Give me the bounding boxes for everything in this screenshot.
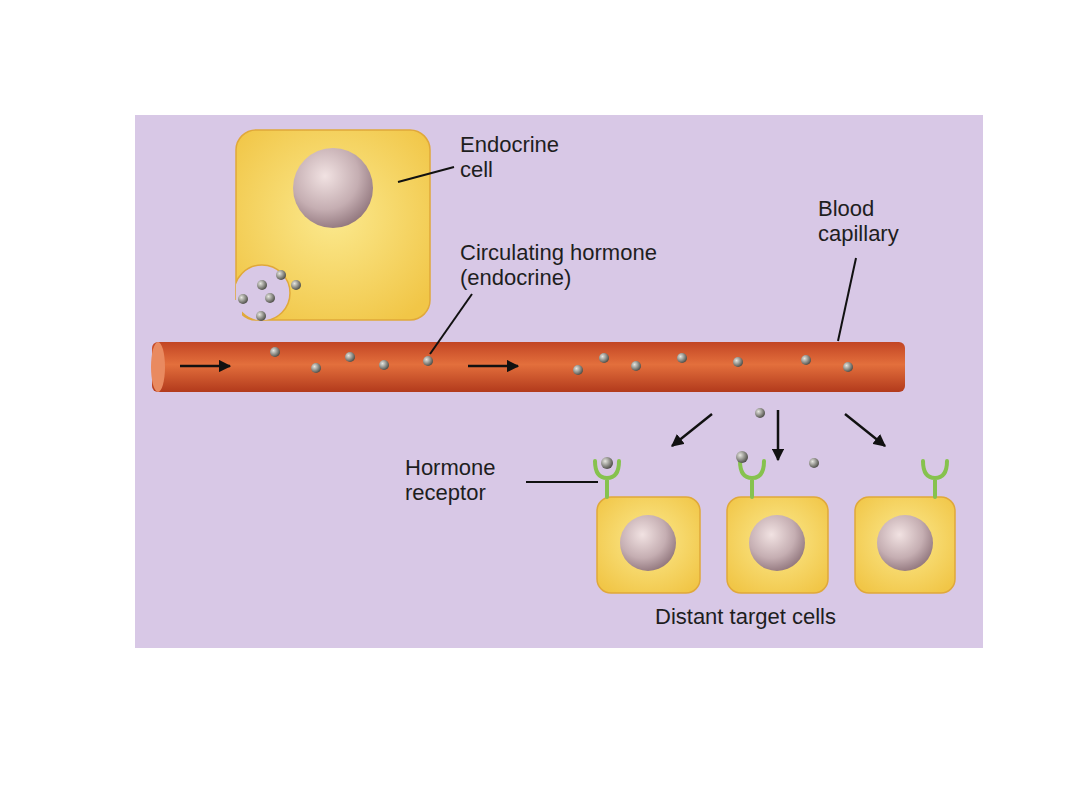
part-label: Hormone receptor (405, 455, 523, 505)
part-label: Endocrine cell (460, 132, 578, 182)
part-label: Blood capillary (818, 196, 928, 246)
leader-line (398, 167, 856, 482)
caption-label: Distant target cells (655, 604, 915, 629)
hormone-receptor (595, 461, 947, 497)
blood-capillary (151, 342, 905, 392)
hormone-molecule (238, 270, 853, 469)
endocrine-cell (230, 130, 430, 324)
target-cells (597, 497, 955, 593)
background-panel (135, 115, 983, 648)
diffusion-arrows (672, 410, 885, 460)
part-label: Circulating hormone (endocrine) (460, 240, 680, 290)
